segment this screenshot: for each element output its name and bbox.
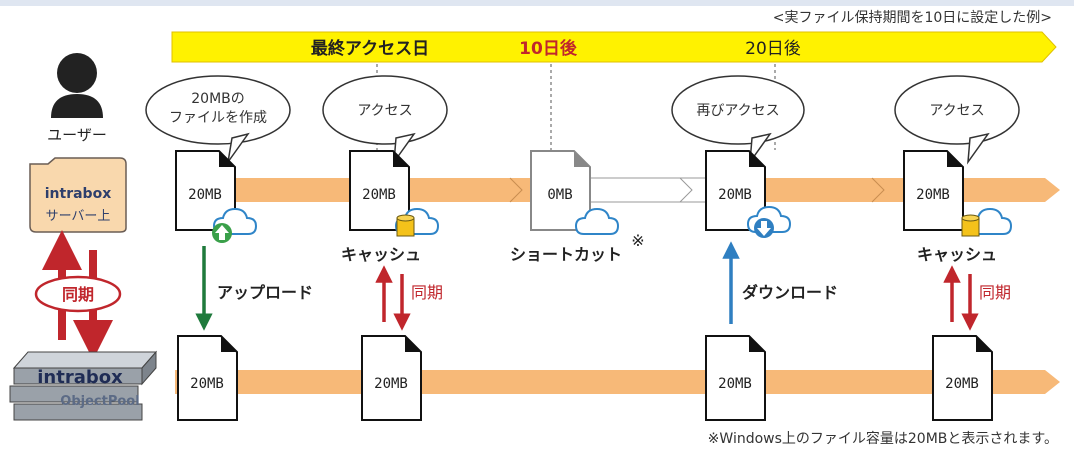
timeline-start-label: 最終アクセス日	[311, 38, 429, 59]
example-note: <実ファイル保持期間を10日に設定した例>	[773, 10, 1052, 26]
pool-file-2-size: 20MB	[374, 376, 408, 392]
file-icon	[903, 150, 964, 231]
timeline-mid-label: 10日後	[519, 38, 578, 59]
server-file-3-caption: ショートカット	[510, 245, 622, 264]
server-file-5-size: 20MB	[916, 187, 950, 203]
sync-transfer-1: 同期	[375, 265, 443, 331]
pool-file-4-size: 20MB	[945, 376, 979, 392]
server-file-5: 20MB キャッシュ	[903, 150, 1012, 264]
sync-transfer-1-label: 同期	[411, 283, 443, 302]
pool-sub: ObjectPool	[60, 394, 139, 409]
server-file-1-size: 20MB	[188, 187, 222, 203]
object-pool: intrabox ObjectPool	[9, 350, 158, 421]
bubble-reaccess-label: 再びアクセス	[696, 103, 779, 119]
file-icon	[705, 150, 766, 231]
pool-band	[175, 370, 1060, 394]
server-rack-icon	[9, 350, 158, 421]
pool-file-1: 20MB	[177, 335, 238, 421]
file-icon	[349, 150, 410, 231]
bubble-create: 20MBの ファイルを作成	[145, 75, 291, 163]
upload-label: アップロード	[217, 283, 313, 302]
sync-label: 同期	[62, 285, 94, 304]
bubble-access-2: アクセス	[894, 75, 1020, 165]
server-file-4: 20MB	[705, 150, 791, 238]
server-file-5-caption: キャッシュ	[917, 245, 997, 264]
server-file-2-caption: キャッシュ	[341, 245, 421, 264]
top-strip	[0, 0, 1074, 6]
folder-icon	[29, 157, 127, 233]
file-icon	[705, 335, 766, 421]
upload-transfer: アップロード	[195, 246, 313, 331]
file-icon	[932, 335, 993, 421]
file-icon	[175, 150, 236, 231]
pool-file-1-size: 20MB	[190, 376, 224, 392]
file-icon	[530, 150, 591, 231]
bubble-access-1: アクセス	[322, 75, 448, 165]
server-file-2: 20MB キャッシュ	[341, 150, 439, 264]
timeline-end-label: 20日後	[745, 39, 801, 59]
pool-file-3: 20MB	[705, 335, 766, 421]
bubble-create-line2: ファイルを作成	[169, 110, 267, 126]
shortcut-note-mark: ※	[631, 231, 644, 250]
sync-transfer-2-label: 同期	[979, 283, 1011, 302]
server-file-2-size: 20MB	[362, 187, 396, 203]
pool-file-2: 20MB	[361, 335, 422, 421]
pool-file-3-size: 20MB	[718, 376, 752, 392]
pool-file-4: 20MB	[932, 335, 993, 421]
server-file-1: 20MB	[175, 150, 257, 243]
user-figure: ユーザー	[47, 53, 107, 144]
bubble-create-line1: 20MBの	[191, 91, 245, 107]
upload-arrow-icon	[212, 223, 232, 243]
download-label: ダウンロード	[742, 283, 838, 302]
sync-indicator: 同期	[34, 230, 122, 360]
file-icon	[177, 335, 238, 421]
server-label: サーバー上	[46, 209, 111, 224]
download-arrow-icon	[754, 218, 774, 238]
server-logo: intrabox	[45, 186, 111, 202]
server-file-3-size: 0MB	[547, 187, 572, 203]
user-label: ユーザー	[47, 126, 107, 144]
user-icon	[51, 53, 103, 118]
server-file-3: 0MB ショートカット ※	[510, 150, 645, 264]
sync-transfer-2: 同期	[943, 265, 1011, 331]
server-file-4-size: 20MB	[718, 187, 752, 203]
timeline-bar: 最終アクセス日 10日後 20日後	[171, 31, 1057, 63]
file-icon	[361, 335, 422, 421]
bubble-access-1-label: アクセス	[357, 103, 412, 119]
download-transfer: ダウンロード	[722, 241, 838, 324]
bubble-reaccess: 再びアクセス	[671, 75, 805, 165]
pool-logo: intrabox	[37, 367, 123, 388]
footnote: ※Windows上のファイル容量は20MBと表示されます。	[708, 430, 1058, 447]
cache-drum-icon	[396, 214, 415, 237]
bubble-access-2-label: アクセス	[929, 103, 984, 119]
server-folder: intrabox サーバー上	[29, 157, 127, 233]
cache-drum-icon	[961, 214, 980, 237]
